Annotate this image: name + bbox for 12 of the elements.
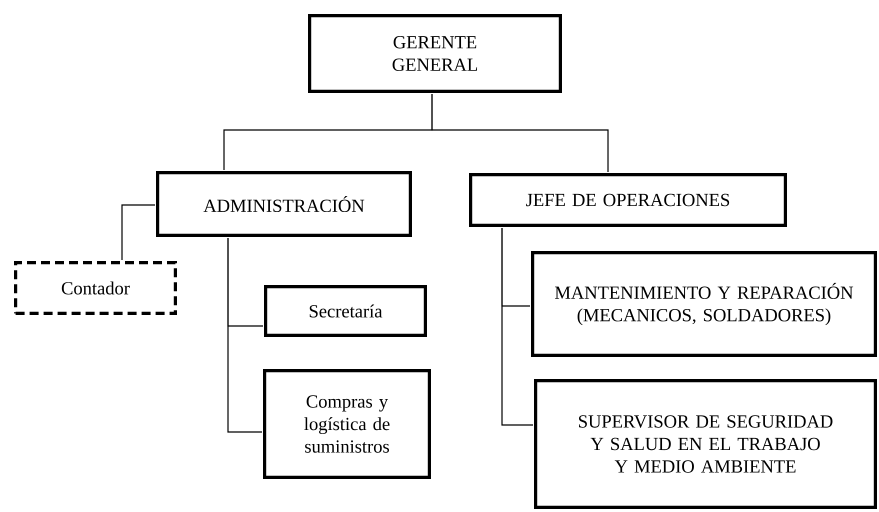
position-box: Secretaría [264,285,427,337]
dashed-box: Contador [14,261,177,315]
position-box: JEFE DE OPERACIONES [469,173,787,227]
connector-line [121,204,155,260]
connector-line [431,94,609,172]
position-box: GERENTE GENERAL [308,14,562,93]
connector-line [501,228,533,426]
position-box: ADMINISTRACIÓN [156,171,412,237]
connector-line [227,238,262,433]
position-box: Compras y logística de suministros [263,369,431,479]
position-box: MANTENIMIENTO Y REPARACIÓN (MECANICOS, SOLDADORES) [531,251,877,357]
position-box: SUPERVISOR DE SEGURIDAD Y SALUD EN EL TRABAJO Y MEDIO AMBIENTE [534,379,877,510]
